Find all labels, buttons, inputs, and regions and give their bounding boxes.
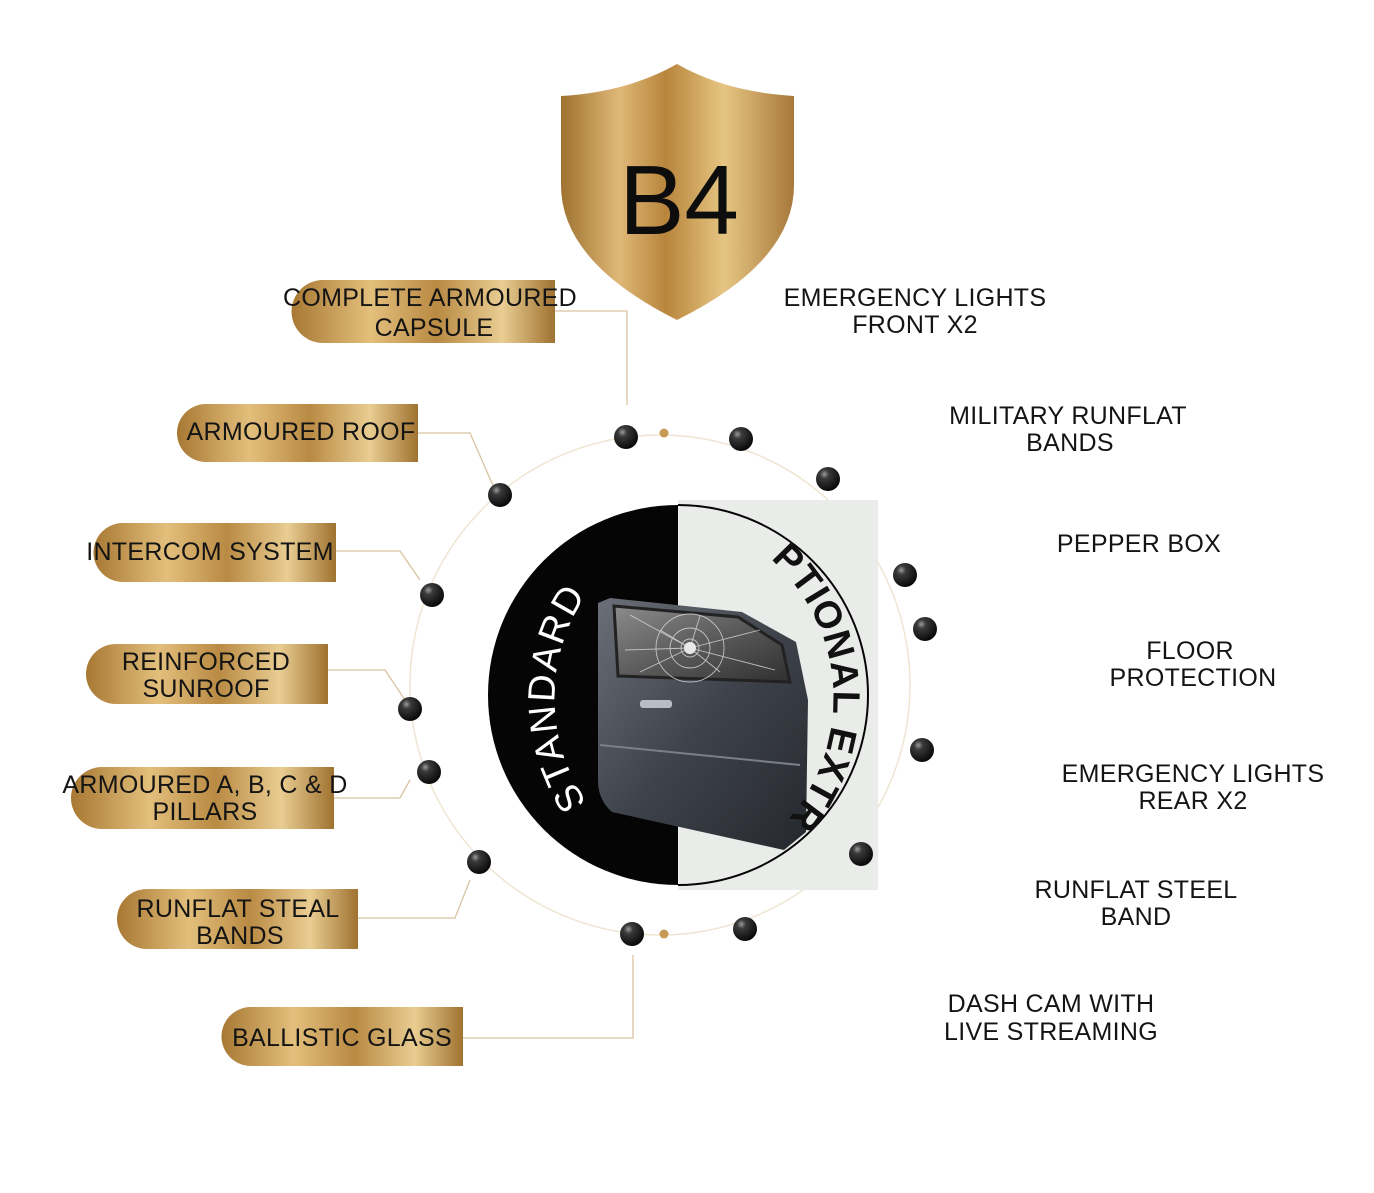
optional-label-line: DASH CAM WITH [948, 990, 1155, 1018]
optional-markers [729, 427, 937, 941]
optional-label-line: REAR X2 [1138, 787, 1247, 815]
shield-badge: B4 [561, 64, 794, 320]
gold-dot [659, 929, 669, 939]
car-door-image [598, 598, 808, 850]
marker-ball [729, 427, 753, 451]
pill-label-line: RUNFLAT STEAL [136, 895, 339, 923]
marker-ball [488, 483, 512, 507]
marker-ball [620, 922, 644, 946]
pill-label-line: BANDS [196, 922, 284, 950]
standard-markers [398, 425, 644, 946]
optional-label-line: FRONT X2 [852, 311, 978, 339]
optional-label-line: RUNFLAT STEEL [1034, 876, 1237, 904]
marker-ball [467, 850, 491, 874]
pill-label-line: SUNROOF [142, 675, 269, 703]
pill-ballistic-glass: BALLISTIC GLASS [221, 1007, 463, 1066]
pill-label-line: REINFORCED [122, 648, 290, 676]
marker-ball [398, 697, 422, 721]
pill-label-line: BALLISTIC GLASS [232, 1024, 452, 1052]
pill-label-line: PILLARS [153, 798, 258, 826]
optional-label-line: PEPPER BOX [1057, 530, 1221, 558]
pill-armoured-pillars: ARMOURED A, B, C & D PILLARS [62, 767, 347, 829]
pill-label-line: COMPLETE ARMOURED [283, 284, 577, 312]
optional-label-line: EMERGENCY LIGHTS [784, 284, 1047, 312]
standard-feature-pills: COMPLETE ARMOURED CAPSULE ARMOURED ROOF … [62, 280, 577, 1066]
pill-armoured-roof: ARMOURED ROOF [177, 404, 418, 462]
gold-dot [659, 428, 669, 438]
optional-label-line: BANDS [1026, 429, 1114, 457]
marker-ball [910, 738, 934, 762]
marker-ball [816, 467, 840, 491]
optional-label-line: EMERGENCY LIGHTS [1062, 760, 1325, 788]
pill-complete-armoured-capsule: COMPLETE ARMOURED CAPSULE [283, 280, 577, 343]
optional-label-line: BAND [1101, 903, 1172, 931]
pill-label-line: ARMOURED ROOF [187, 418, 416, 446]
optional-label-line: MILITARY RUNFLAT [949, 402, 1187, 430]
marker-ball [893, 563, 917, 587]
optional-extras-labels: EMERGENCY LIGHTS FRONT X2 MILITARY RUNFL… [784, 284, 1325, 1046]
marker-ball [913, 617, 937, 641]
marker-ball [849, 842, 873, 866]
marker-ball [420, 583, 444, 607]
optional-label-line: FLOOR [1146, 637, 1234, 665]
marker-ball [733, 917, 757, 941]
pill-label-line: INTERCOM SYSTEM [86, 538, 334, 566]
badge-label: B4 [619, 145, 739, 255]
pill-label-line: ARMOURED A, B, C & D [62, 771, 347, 799]
marker-ball [614, 425, 638, 449]
pill-runflat-steal-bands: RUNFLAT STEAL BANDS [117, 889, 358, 950]
pill-label-line: CAPSULE [375, 314, 494, 342]
connector-lines [328, 310, 634, 1039]
optional-label-line: PROTECTION [1110, 664, 1277, 692]
pill-reinforced-sunroof: REINFORCED SUNROOF [86, 644, 328, 704]
marker-ball [417, 760, 441, 784]
pill-intercom-system: INTERCOM SYSTEM [86, 523, 337, 582]
optional-label-line: LIVE STREAMING [944, 1018, 1158, 1046]
